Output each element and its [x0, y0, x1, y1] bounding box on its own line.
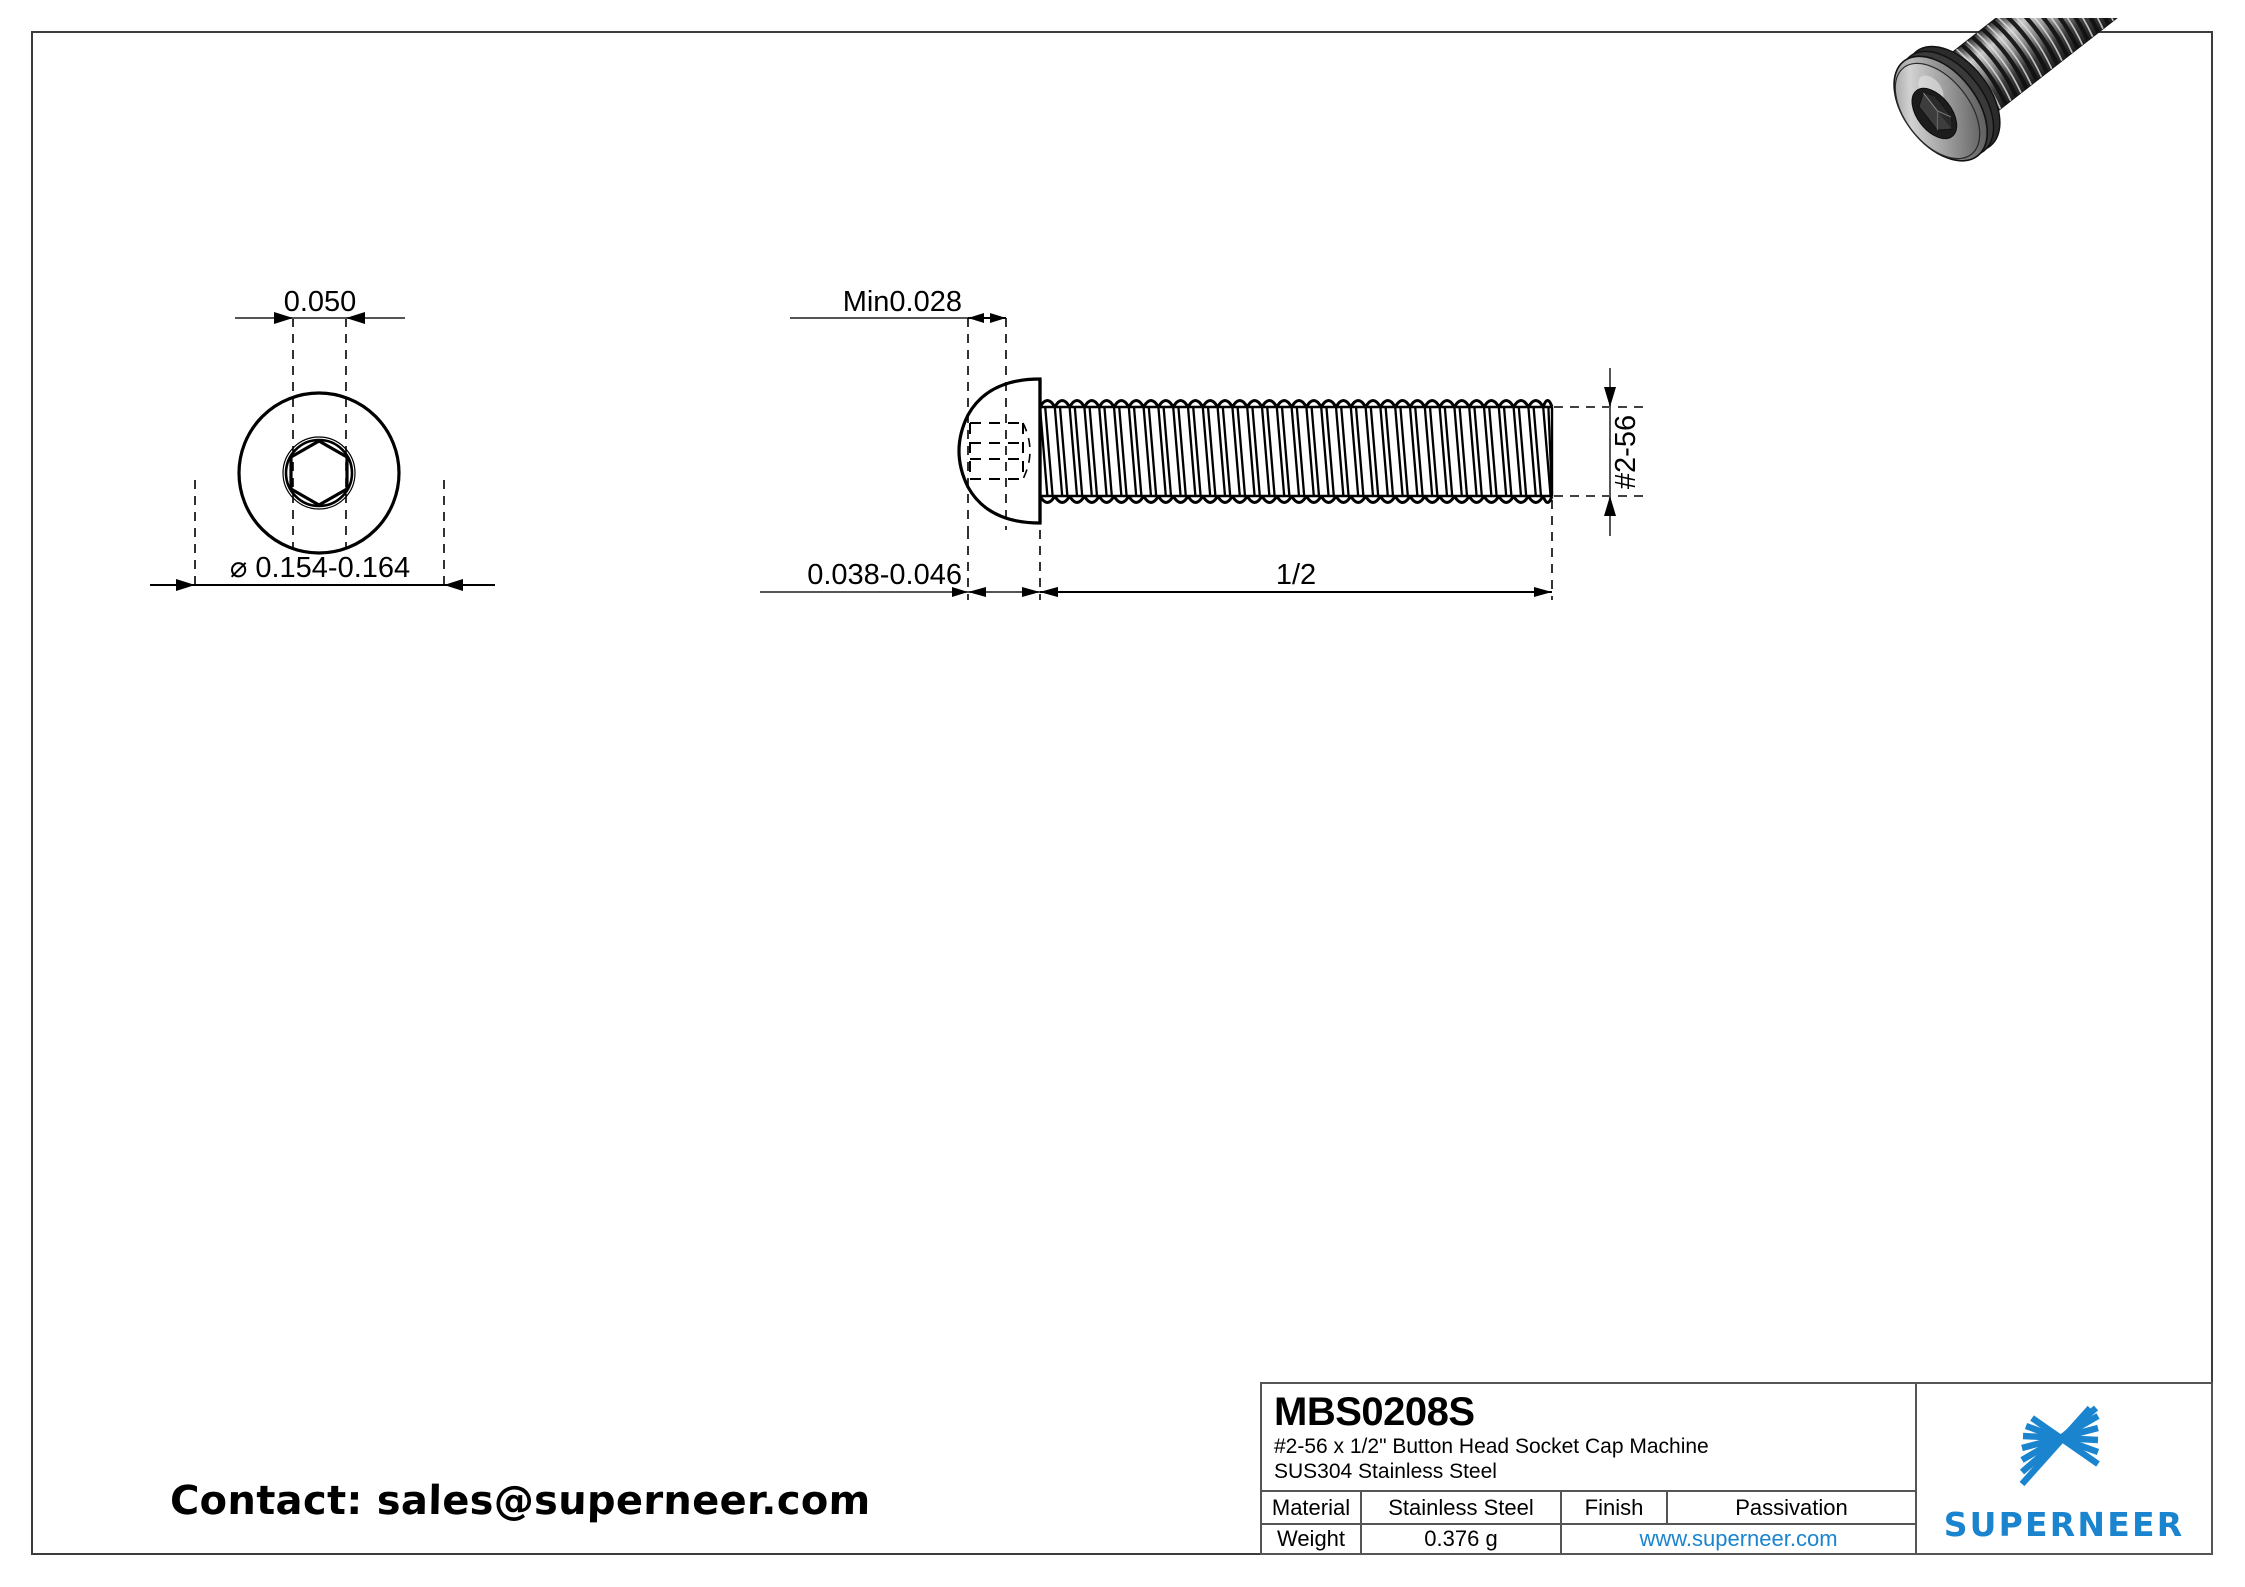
contact-email-text: Contact: sales@superneer.com — [169, 1478, 872, 1524]
description-line-2: SUS304 Stainless Steel — [1274, 1460, 1497, 1483]
weight-label: Weight — [1262, 1525, 1362, 1553]
title-block-header: MBS0208S #2-56 x 1/2" Button Head Socket… — [1262, 1384, 1915, 1492]
hex-extension-lines — [292, 318, 347, 548]
socket-chamfer-circle — [282, 436, 356, 510]
website-link[interactable]: www.superneer.com — [1639, 1526, 1838, 1551]
head-height-dim-text: Min0.028 — [843, 286, 962, 318]
hidden-hex-socket-lines — [969, 422, 1024, 480]
head-height-dimension: Min0.028 — [790, 286, 1007, 530]
material-label: Material — [1262, 1492, 1362, 1523]
head-outer-circle — [237, 391, 401, 555]
website-link-cell[interactable]: www.superneer.com — [1562, 1525, 1915, 1553]
title-block: MBS0208S #2-56 x 1/2" Button Head Socket… — [1260, 1382, 2213, 1555]
head-diameter-dimension: ⌀ 0.154-0.164 — [150, 552, 495, 591]
head-diameter-dim-text: ⌀ 0.154-0.164 — [230, 552, 410, 584]
finish-value: Passivation — [1735, 1494, 1848, 1520]
description-line-1: #2-56 x 1/2" Button Head Socket Cap Mach… — [1274, 1435, 1709, 1458]
drawing-frame-border — [31, 31, 2213, 1555]
length-dim-text: 1/2 — [1276, 559, 1316, 591]
thread-size-dimension: #2-56 — [1522, 368, 1645, 536]
screw-head-profile — [957, 377, 1042, 525]
hex-socket-dimension: 0.050 — [235, 286, 405, 324]
spec-row-material: Material Stainless Steel Finish Passivat… — [1262, 1492, 1915, 1525]
brand-wordmark: SUPERNEER — [1943, 1505, 2185, 1544]
superneer-logo-icon — [2019, 1405, 2100, 1487]
diameter-extension-lines — [194, 480, 445, 592]
brand-logo-block: SUPERNEER — [1917, 1384, 2213, 1553]
side-view-group: Min0.028 #2-56 0.038-0.046 — [760, 286, 1645, 600]
bottom-dimensions: 0.038-0.046 1/2 — [760, 500, 1553, 600]
spec-row-weight: Weight 0.376 g www.superneer.com — [1262, 1525, 1915, 1553]
socket-bottom-arc — [1022, 422, 1031, 480]
hex-socket-dim-text: 0.050 — [284, 286, 357, 318]
thread-size-dim-text: #2-56 — [1610, 415, 1642, 489]
threaded-shank — [1038, 399, 1554, 504]
weight-value: 0.376 g — [1362, 1525, 1562, 1553]
title-block-left: MBS0208S #2-56 x 1/2" Button Head Socket… — [1262, 1384, 1917, 1553]
head-thickness-dim-text: 0.038-0.046 — [807, 559, 962, 591]
part-number: MBS0208S — [1274, 1390, 1475, 1434]
screw-render-group — [1893, 18, 2128, 162]
material-value: Stainless Steel — [1362, 1492, 1562, 1523]
screw-3d-render — [1893, 18, 2128, 162]
front-view-group: 0.050 ⌀ 0.154-0.164 — [150, 286, 495, 592]
socket-bore-circle — [284, 438, 354, 508]
hex-socket-polygon — [289, 439, 349, 507]
finish-label: Finish — [1562, 1492, 1668, 1523]
